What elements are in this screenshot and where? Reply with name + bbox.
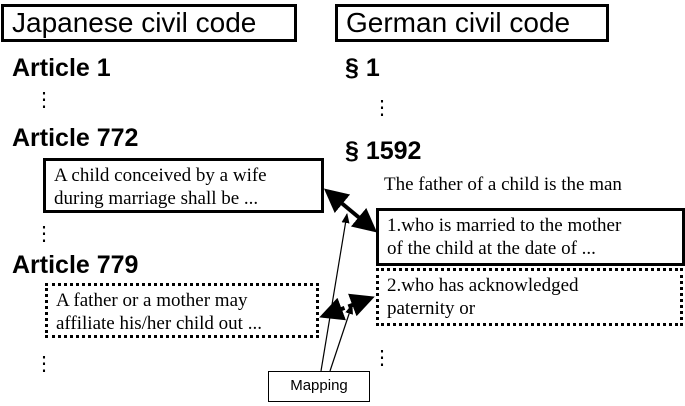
item-1-line-2: of the child at the date of ... bbox=[387, 238, 596, 259]
ellipsis-vertical: ⋮ bbox=[372, 347, 392, 369]
german-code-title: German civil code bbox=[335, 4, 609, 42]
section-1592-heading: § 1592 bbox=[345, 137, 422, 165]
japanese-code-title: Japanese civil code bbox=[1, 4, 297, 42]
section-1592-intro: The father of a child is the man bbox=[384, 174, 622, 195]
mapping-label: Mapping bbox=[268, 371, 370, 402]
mapping-pointer-line bbox=[320, 213, 350, 372]
article-772-text-box: A child conceived by a wife during marri… bbox=[43, 158, 324, 213]
item-2-line-2: paternity or bbox=[387, 298, 476, 319]
mapping-pointer-line bbox=[329, 304, 353, 372]
article-779-heading: Article 779 bbox=[12, 251, 139, 279]
section-1-heading: § 1 bbox=[345, 54, 380, 82]
article-779-text-box: A father or a mother may affiliate his/h… bbox=[45, 283, 319, 338]
article-779-line-1: A father or a mother may bbox=[56, 290, 248, 311]
ellipsis-vertical: ⋮ bbox=[372, 97, 392, 119]
solid-mapping-arrow bbox=[323, 188, 378, 233]
article-779-line-2: affiliate his/her child out ... bbox=[56, 313, 262, 334]
ellipsis-vertical: ⋮ bbox=[34, 353, 54, 375]
item-1-line-1: 1.who is married to the mother bbox=[387, 215, 622, 236]
article-772-heading: Article 772 bbox=[12, 124, 139, 152]
item-1-text-box: 1.who is married to the mother of the ch… bbox=[376, 208, 685, 266]
ellipsis-vertical: ⋮ bbox=[34, 89, 54, 111]
article-772-line-1: A child conceived by a wife bbox=[54, 165, 267, 186]
item-2-line-1: 2.who has acknowledged bbox=[387, 275, 579, 296]
article-1-heading: Article 1 bbox=[12, 54, 111, 82]
ellipsis-vertical: ⋮ bbox=[34, 223, 54, 245]
item-2-text-box: 2.who has acknowledged paternity or bbox=[376, 268, 683, 326]
article-772-line-2: during marriage shall be ... bbox=[54, 188, 259, 209]
